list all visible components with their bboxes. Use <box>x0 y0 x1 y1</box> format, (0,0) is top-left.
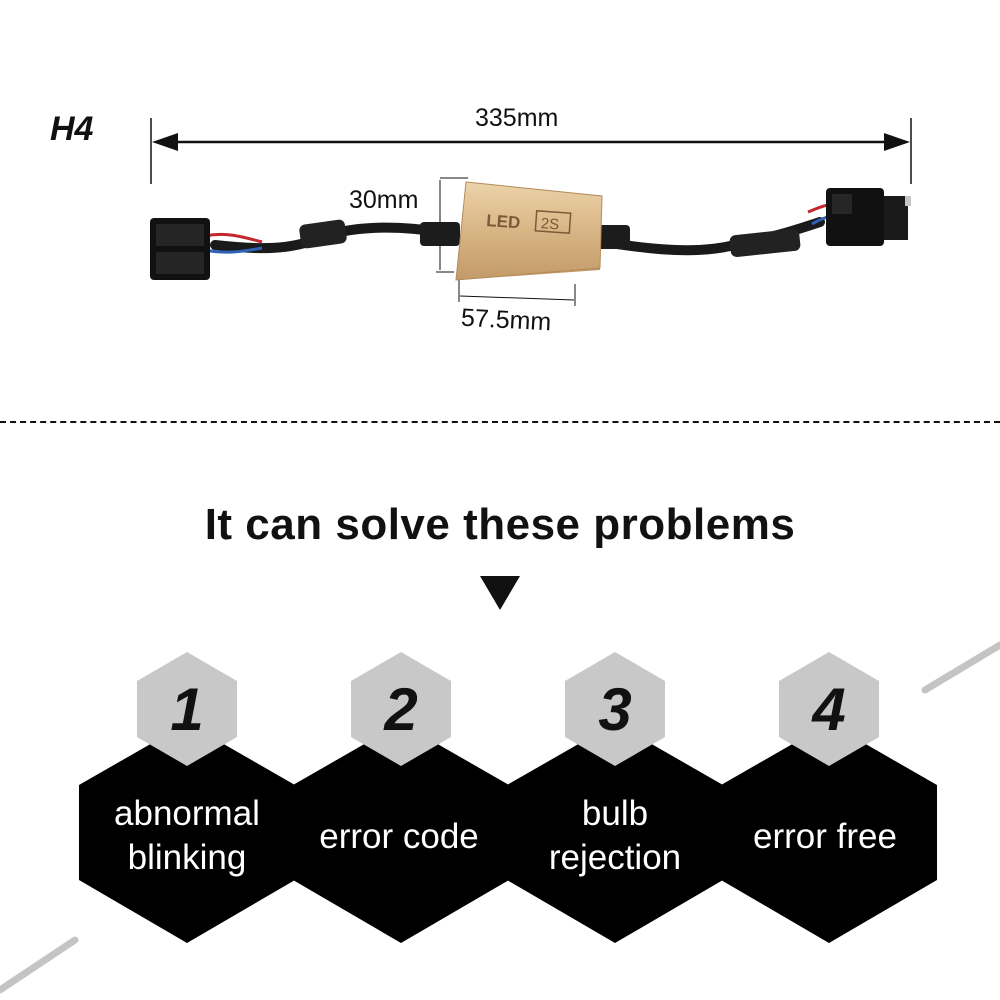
problem-number-1: 1 <box>170 676 204 743</box>
decoder-box: LED 2S <box>455 181 603 281</box>
problem-number-2: 2 <box>384 676 418 743</box>
product-label: H4 <box>50 110 94 148</box>
problem-text-1: abnormal blinking <box>82 792 292 880</box>
problem-number-3: 3 <box>598 676 632 743</box>
right-h4-connector <box>826 188 911 246</box>
problem-hex-1 <box>79 652 295 943</box>
problem-text-3-line1: bulb <box>581 794 649 833</box>
decoder-logo-text: LED <box>486 211 521 232</box>
problem-text-4: error free <box>720 815 930 859</box>
problem-text-3: bulb rejection <box>510 792 720 880</box>
problem-text-4-line1: error free <box>753 817 897 856</box>
problem-number-4: 4 <box>812 676 846 743</box>
length-dimension-label: 335mm <box>475 104 559 132</box>
dashed-divider <box>0 421 1000 423</box>
product-diagram: LED 2S <box>150 118 912 306</box>
problem-hex-4 <box>721 652 937 943</box>
left-h4-connector <box>150 218 210 280</box>
problem-text-2-line1: error code <box>319 817 479 856</box>
problem-text-1-line2: blinking <box>127 838 247 877</box>
length-dimension-line <box>150 118 912 184</box>
problem-text-1-line1: abnormal <box>114 794 260 833</box>
width-dimension-line <box>458 280 576 306</box>
problem-hex-3 <box>507 652 723 943</box>
height-dimension-label: 30mm <box>349 186 419 214</box>
decoder-model-text: 2S <box>540 215 560 233</box>
section-headline: It can solve these problems <box>204 500 796 549</box>
problem-text-2: error code <box>294 815 504 859</box>
decorative-stick-left <box>0 936 79 994</box>
problem-text-3-line2: rejection <box>548 838 682 877</box>
decorative-stick-right <box>921 641 1000 694</box>
problem-hex-2 <box>293 652 509 943</box>
down-arrow-icon <box>480 576 520 610</box>
